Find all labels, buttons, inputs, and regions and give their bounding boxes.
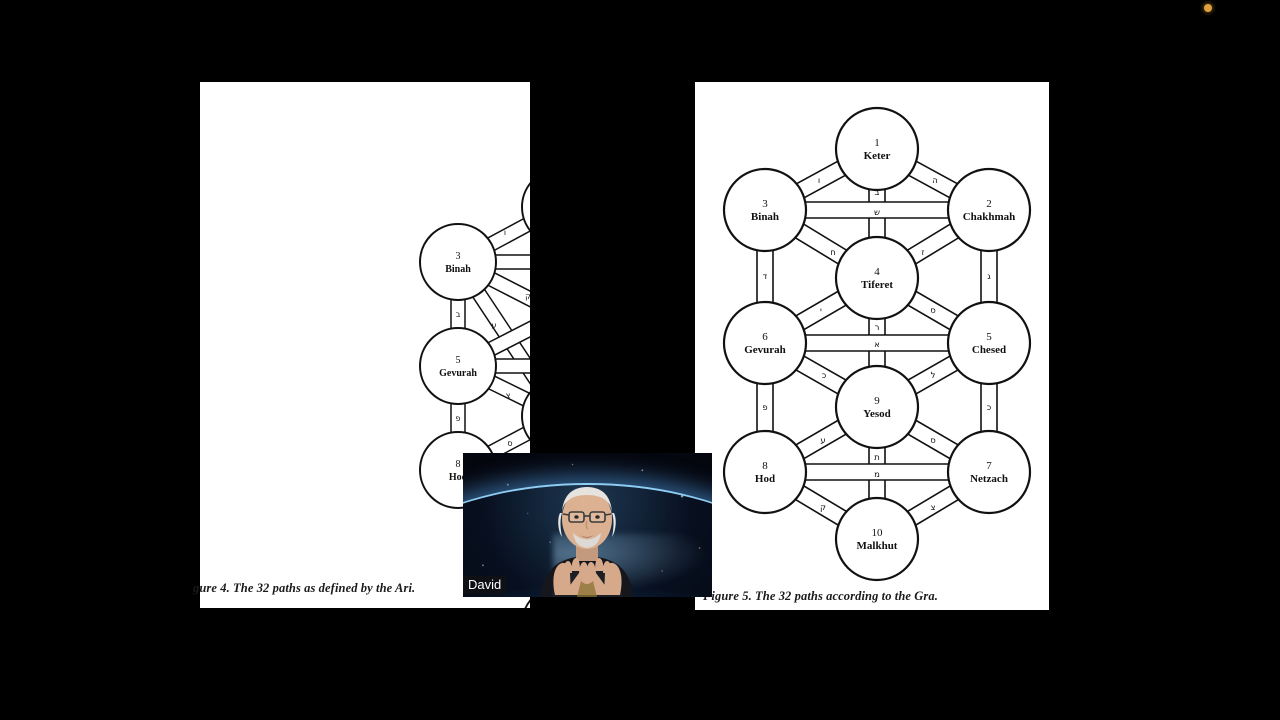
path-letter: ר	[875, 323, 880, 333]
sephirah-number: 8	[762, 460, 768, 472]
path-letter: ו	[818, 176, 820, 186]
participant-silhouette	[541, 487, 633, 597]
sephirah-number: 3	[456, 251, 461, 262]
path-letter: צ	[930, 503, 935, 513]
path-letter: מ	[874, 470, 880, 480]
sephirah-name: Hod	[755, 473, 775, 485]
sephirah-node: 6Tiferet	[521, 391, 530, 441]
path-letter: ג	[987, 272, 991, 282]
path-letter: ל	[931, 371, 936, 381]
path-letter: ה	[932, 176, 938, 186]
sephirah-name: Malkhut	[857, 540, 898, 552]
path-letter: ע	[820, 436, 825, 446]
sephirah-name: Gevurah	[744, 344, 786, 356]
path-letter: ק	[525, 292, 530, 301]
path-letter: ס	[507, 439, 512, 448]
sephirah-name: Tiferet	[861, 279, 893, 291]
sephirah-number: 6	[762, 331, 768, 343]
figure-4-caption: gure 4. The 32 paths as defined by the A…	[193, 581, 416, 595]
path-letter: ב	[875, 188, 880, 198]
sephirah-number: 5	[986, 331, 992, 343]
path-letter: ו	[504, 228, 506, 237]
path-letter: ס	[930, 306, 936, 316]
sephirah-name: Yesod	[863, 408, 891, 420]
sephirah-name: Netzach	[970, 473, 1008, 485]
path-letter: ז	[922, 248, 925, 258]
path-letter: כ	[987, 403, 992, 413]
sephirah-number: 10	[872, 527, 884, 539]
sephirah-number: 4	[874, 266, 880, 278]
sephirah-name: Keter	[864, 150, 891, 162]
sephirah-number: 3	[762, 198, 768, 210]
sephirah-number: 8	[456, 459, 461, 470]
path-letter: פ	[456, 414, 461, 423]
sephirah-number: 7	[986, 460, 992, 472]
path-letter: ש	[874, 208, 880, 218]
sephirah-number: 9	[874, 395, 880, 407]
sephirah-name: Chakhmah	[963, 211, 1016, 223]
path-letter: ע	[491, 321, 496, 330]
participant-video-tile[interactable]: David	[463, 453, 712, 597]
path-letter: ד	[763, 272, 768, 282]
path-letter: כ	[822, 371, 827, 381]
path-letter: ב	[456, 310, 461, 319]
sephirah-name: Binah	[751, 211, 779, 223]
sephirah-number: 5	[456, 355, 461, 366]
path-letter: צ	[506, 391, 511, 400]
participant-name-label: David	[463, 576, 507, 594]
sephirah-number: 2	[986, 198, 992, 210]
path-letter: ת	[874, 453, 880, 463]
path-letter: ק	[820, 503, 826, 513]
path-ribbon	[491, 254, 530, 270]
sephirot-layer: 1Keter2Chakhmah3Binah4Chesed5Gevurah6Tif…	[419, 182, 530, 608]
path-letter: ח	[830, 248, 836, 258]
path-letter: א	[874, 340, 880, 350]
figure-5-caption: Figure 5. The 32 paths according to the …	[703, 589, 938, 603]
path-letter: פ	[762, 403, 767, 413]
sephirah-name: Chesed	[972, 344, 1006, 356]
sephirah-name: Gevurah	[439, 368, 477, 379]
path-ribbon	[491, 358, 530, 374]
recording-indicator-icon	[1204, 4, 1212, 12]
path-letter: י	[820, 306, 822, 316]
sephirah-name: Binah	[445, 264, 471, 275]
sephirah-number: 1	[874, 137, 880, 149]
path-letters-layer: ו ה בש ח ז ד ג י ס רא כ ל פ כ ע ס תמ ק צ	[762, 176, 991, 513]
path-letter: ס	[930, 436, 936, 446]
sephirah-name: Hod	[449, 472, 468, 483]
